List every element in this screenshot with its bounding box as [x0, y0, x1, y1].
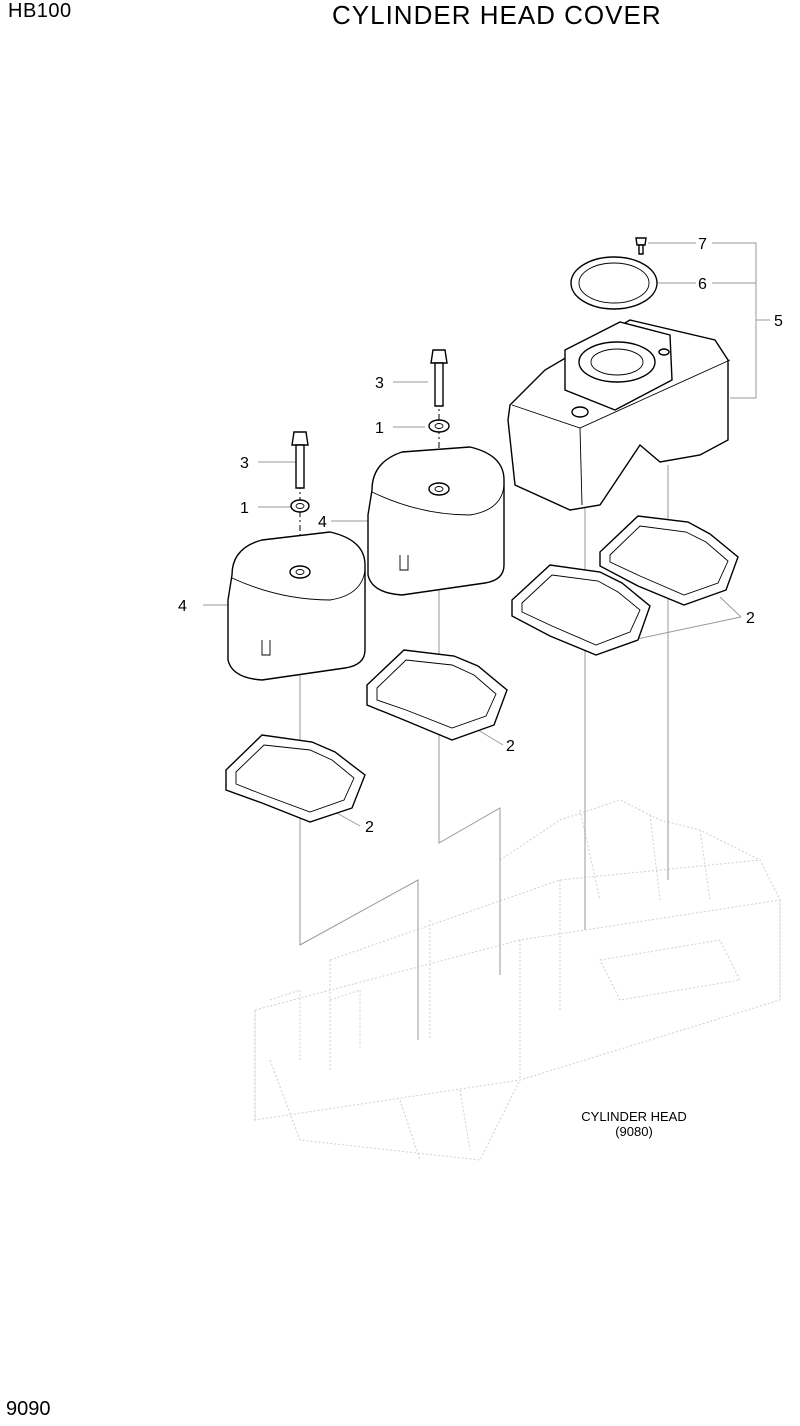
callout-7: 7 [698, 236, 707, 253]
reference-part-code: (9080) [615, 1124, 653, 1139]
callout-1-left: 1 [240, 500, 249, 517]
callout-2-right: 2 [746, 610, 755, 627]
callout-4-middle: 4 [318, 514, 327, 531]
head-cover-middle [367, 446, 505, 596]
page-number: 9090 [6, 1398, 51, 1420]
bolt-left [291, 431, 309, 489]
callout-3-middle: 3 [375, 375, 384, 392]
bolt-middle [430, 349, 448, 407]
callout-6: 6 [698, 276, 707, 293]
gasket-middle [366, 649, 508, 741]
model-label: HB100 [8, 0, 72, 22]
head-cover-right [507, 319, 731, 511]
gasket-left [225, 734, 366, 823]
small-screw [635, 237, 647, 255]
head-cover-left [227, 531, 366, 681]
gasket-right-front [511, 564, 651, 656]
callout-2-left: 2 [365, 819, 374, 836]
gasket-right-rear [599, 515, 739, 606]
callout-1-middle: 1 [375, 420, 384, 437]
reference-part-name: CYLINDER HEAD [581, 1109, 686, 1124]
washer-middle [428, 419, 450, 433]
washer-left [290, 499, 310, 513]
page-title: CYLINDER HEAD COVER [332, 0, 662, 30]
callout-4-left: 4 [178, 598, 187, 615]
callout-3-left: 3 [240, 455, 249, 472]
cylinder-head-ghost [254, 799, 781, 1161]
callout-2-middle: 2 [506, 738, 515, 755]
callout-5: 5 [774, 313, 783, 330]
seal-ring [570, 256, 658, 310]
